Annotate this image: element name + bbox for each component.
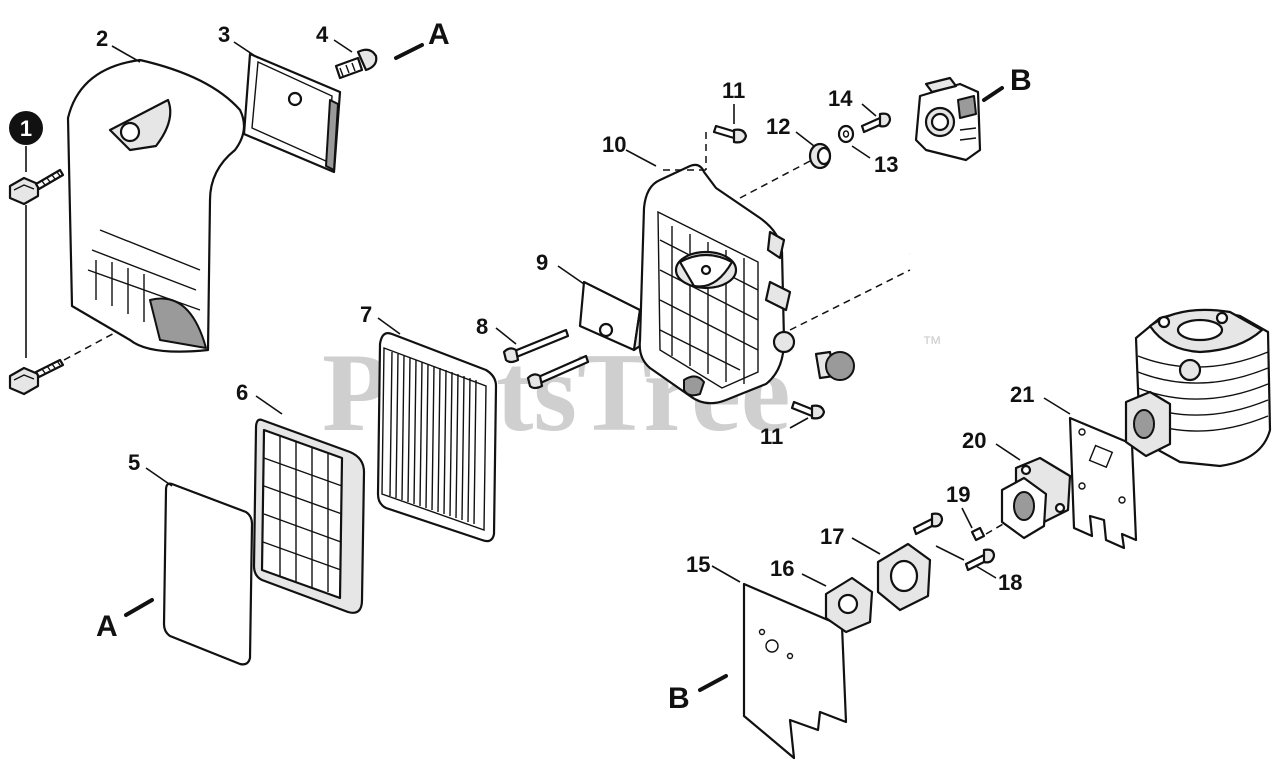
lead-19 <box>961 507 973 529</box>
air-cleaner-cover-icon <box>66 58 246 353</box>
bolt-8 <box>502 328 590 390</box>
cylinder-icon <box>1124 308 1272 468</box>
pointer-b-top <box>982 86 1004 102</box>
lead-4 <box>333 39 353 53</box>
lead-10 <box>625 149 657 167</box>
callout-16: 16 <box>770 556 794 581</box>
lead-3 <box>233 41 259 59</box>
ref-b-bottom: B <box>668 682 690 715</box>
ref-a-bottom: A <box>96 610 118 643</box>
pointer-a-top <box>394 43 424 60</box>
dash-carb <box>789 269 911 331</box>
filter-element-7 <box>376 332 498 543</box>
gasket-15 <box>742 582 848 760</box>
lead-2 <box>111 45 141 63</box>
cover-plate <box>242 52 342 174</box>
lead-6 <box>255 395 283 415</box>
callout-11-bottom: 11 <box>760 424 783 449</box>
dash-12 <box>739 159 813 199</box>
lead-16 <box>801 573 827 587</box>
primer-bulb <box>814 350 855 381</box>
pointer-a-bottom <box>124 598 154 617</box>
badge-label: 1 <box>20 116 32 141</box>
lead-13 <box>851 145 871 159</box>
gasket-21 <box>1068 416 1138 550</box>
screw-bottom <box>8 358 65 396</box>
washer-13 <box>837 124 855 144</box>
ref-b-top: B <box>1010 64 1032 97</box>
callout-12: 12 <box>766 114 790 139</box>
screw-dash-line <box>63 329 121 361</box>
callout-7: 7 <box>360 302 372 327</box>
fuel-line <box>880 174 957 255</box>
lead-11-bottom <box>789 417 809 429</box>
lead-12 <box>795 131 815 147</box>
gasket-16 <box>824 576 874 634</box>
callout-8: 8 <box>476 314 488 339</box>
spacer-17 <box>876 542 932 612</box>
dash-19 <box>985 519 1011 535</box>
screw-11-bottom <box>790 400 826 420</box>
screws-18 <box>912 512 996 572</box>
callout-17: 17 <box>820 524 844 549</box>
screw-top <box>8 168 65 206</box>
callout-19: 19 <box>946 482 970 507</box>
callout-13: 13 <box>874 152 898 177</box>
prefilter-6 <box>252 418 366 614</box>
callout-20: 20 <box>962 428 986 453</box>
lead-15 <box>711 565 741 583</box>
bolt-4 <box>334 48 378 80</box>
callout-14: 14 <box>828 86 853 111</box>
callout-10: 10 <box>602 132 626 157</box>
filter-base-icon <box>638 163 796 405</box>
callout-5: 5 <box>128 450 140 475</box>
callout-9: 9 <box>536 250 548 275</box>
lead-9 <box>557 265 585 285</box>
lead-14 <box>861 103 877 117</box>
callout-21: 21 <box>1010 382 1034 407</box>
pin-19 <box>970 526 986 542</box>
callout-3: 3 <box>218 22 230 47</box>
screw-11-top <box>712 124 748 144</box>
lead-8 <box>495 327 517 345</box>
callout-18: 18 <box>998 570 1022 595</box>
lead-17 <box>851 537 881 555</box>
callout-11-top: 11 <box>722 78 745 103</box>
lead-20 <box>995 443 1021 461</box>
lead-7 <box>377 317 401 335</box>
intake-manifold-20 <box>1000 456 1072 540</box>
lead-18b <box>975 565 997 579</box>
insulator-12 <box>808 142 832 170</box>
trademark: ™ <box>922 333 942 355</box>
lead-21 <box>1043 397 1071 415</box>
lead-18a <box>935 545 965 561</box>
pointer-b-bottom <box>698 674 728 692</box>
callout-2: 2 <box>96 26 108 51</box>
callout-6: 6 <box>236 380 248 405</box>
screw-14 <box>860 112 892 134</box>
ref-a-top: A <box>428 18 450 51</box>
lead-5 <box>145 467 173 487</box>
gasket-5 <box>162 482 254 666</box>
callout-4: 4 <box>316 22 329 47</box>
badge-1: 1 <box>9 111 43 145</box>
carburetor <box>914 76 982 162</box>
callout-15: 15 <box>686 552 710 577</box>
